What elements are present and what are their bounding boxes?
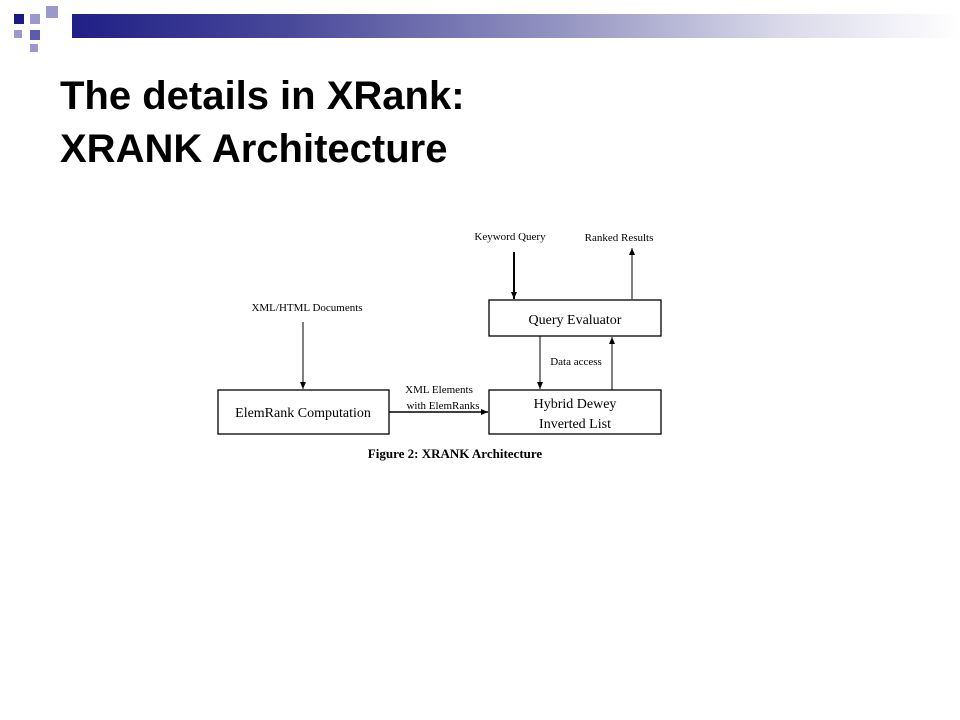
hybrid-dewey-label-line2: Inverted List [539,417,611,432]
decor-square-light [30,14,40,24]
slide-title-line2: XRANK Architecture [60,127,448,171]
keyword-query-label: Keyword Query [474,231,546,243]
slide-title-line1: The details in XRank: [60,74,465,118]
decor-square-dark [14,14,24,24]
ranked-results-label: Ranked Results [585,232,654,244]
hybrid-dewey-label-line1: Hybrid Dewey [534,397,617,412]
decor-square-light [30,44,38,52]
decor-square-mid [30,30,40,40]
decor-square-light [46,6,58,18]
xml-html-documents-label: XML/HTML Documents [251,302,362,314]
query-evaluator-label: Query Evaluator [529,313,622,328]
decor-gradient-bar [72,14,960,38]
hybrid-dewey-box [488,389,662,435]
xml-elements-label-line2: with ElemRanks [406,400,479,412]
decor-square-light [14,30,22,38]
xml-elements-label-line1: XML Elements [405,384,473,396]
figure-caption: Figure 2: XRANK Architecture [368,446,543,461]
query-evaluator-box [488,299,662,337]
data-access-label: Data access [550,356,602,368]
slide-title: The details in XRank: XRANK Architecture [60,70,465,176]
elemrank-computation-label: ElemRank Computation [235,406,371,421]
